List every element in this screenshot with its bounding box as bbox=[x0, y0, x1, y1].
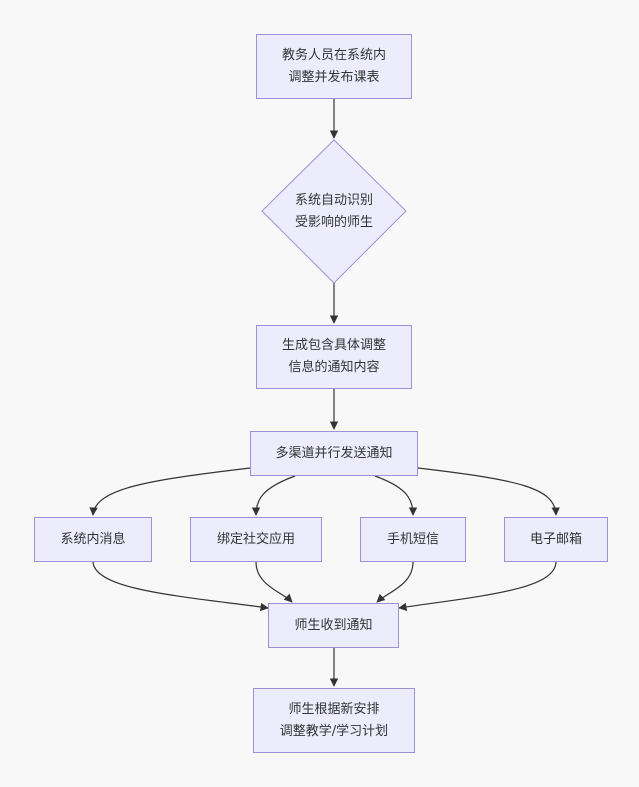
node-email: 电子邮箱 bbox=[504, 517, 608, 562]
node-adjust-line-2: 调整教学/学习计划 bbox=[279, 723, 389, 739]
decision-diamond bbox=[261, 139, 407, 284]
edge-send-internal bbox=[89, 467, 251, 516]
node-detect-line-2: 受影响的师生 bbox=[294, 214, 373, 230]
node-generate-line-2: 信息的通知内容 bbox=[288, 360, 380, 375]
edge-sms-receive bbox=[376, 561, 414, 603]
node-internal-message-label: 系统内消息 bbox=[60, 531, 126, 547]
node-receive-label: 师生收到通知 bbox=[294, 617, 373, 633]
node-send: 多渠道并行发送通知 bbox=[250, 431, 418, 476]
node-start-line-1: 教务人员在系统内 bbox=[281, 47, 386, 63]
node-receive: 师生收到通知 bbox=[268, 603, 399, 648]
edge-send-email bbox=[417, 467, 560, 516]
edge-social-receive bbox=[255, 561, 293, 603]
node-social-app-label: 绑定社交应用 bbox=[216, 531, 295, 547]
edge-send-social bbox=[251, 475, 296, 516]
node-detect: 系统自动识别 受影响的师生 bbox=[262, 140, 406, 283]
node-social-app: 绑定社交应用 bbox=[190, 517, 322, 562]
edge-internal-receive bbox=[92, 561, 269, 612]
node-internal-message: 系统内消息 bbox=[34, 517, 152, 562]
node-generate-line-1: 生成包含具体调整 bbox=[281, 338, 386, 353]
node-generate: 生成包含具体调整 信息的通知内容 bbox=[256, 325, 412, 389]
node-detect-line-1: 系统自动识别 bbox=[294, 192, 373, 208]
edge-email-receive bbox=[398, 561, 557, 612]
node-sms-label: 手机短信 bbox=[386, 531, 439, 547]
node-send-label: 多渠道并行发送通知 bbox=[275, 445, 393, 461]
node-email-label: 电子邮箱 bbox=[529, 531, 582, 547]
node-sms: 手机短信 bbox=[360, 517, 466, 562]
node-start-line-2: 调整并发布课表 bbox=[288, 69, 380, 85]
node-adjust: 师生根据新安排 调整教学/学习计划 bbox=[253, 688, 415, 753]
node-start: 教务人员在系统内 调整并发布课表 bbox=[256, 34, 412, 99]
edge-send-sms bbox=[374, 475, 418, 516]
node-adjust-line-1: 师生根据新安排 bbox=[288, 701, 380, 717]
